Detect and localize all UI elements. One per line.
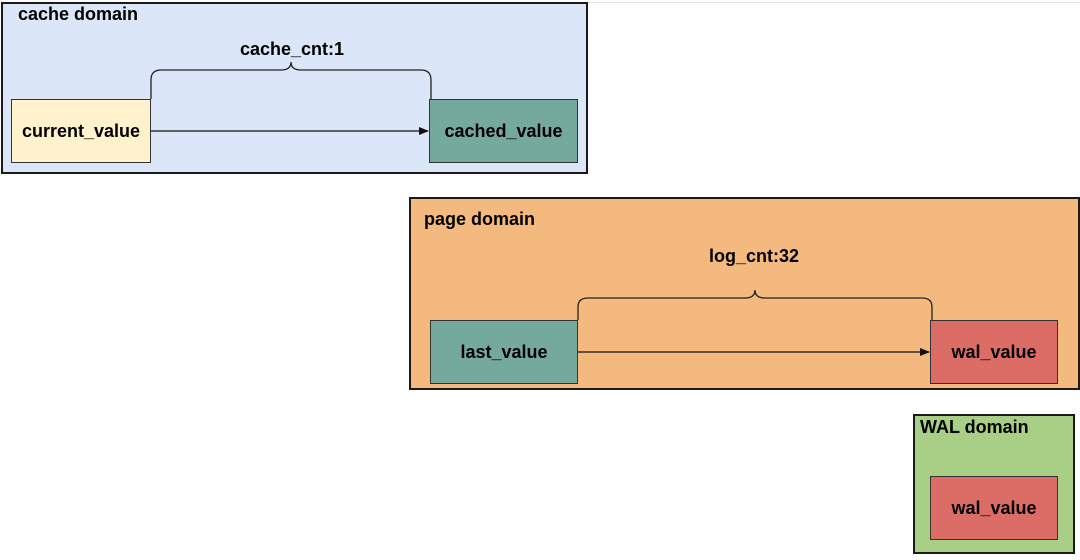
- wal-domain-wal-value-node[interactable]: wal_value: [930, 476, 1058, 540]
- log-count-label: log_cnt:32: [708, 246, 800, 266]
- page-wal-value-node[interactable]: wal_value: [930, 320, 1058, 384]
- top-divider-line: [588, 2, 1080, 3]
- last-value-node[interactable]: last_value: [430, 320, 578, 384]
- page-domain-title: page domain: [424, 209, 536, 229]
- wal-domain-title: WAL domain: [920, 417, 1029, 437]
- cached-value-node[interactable]: cached_value: [429, 99, 578, 163]
- current-value-node[interactable]: current_value: [11, 99, 151, 163]
- cache-domain-title: cache domain: [18, 4, 139, 24]
- cache-count-label: cache_cnt:1: [239, 39, 345, 59]
